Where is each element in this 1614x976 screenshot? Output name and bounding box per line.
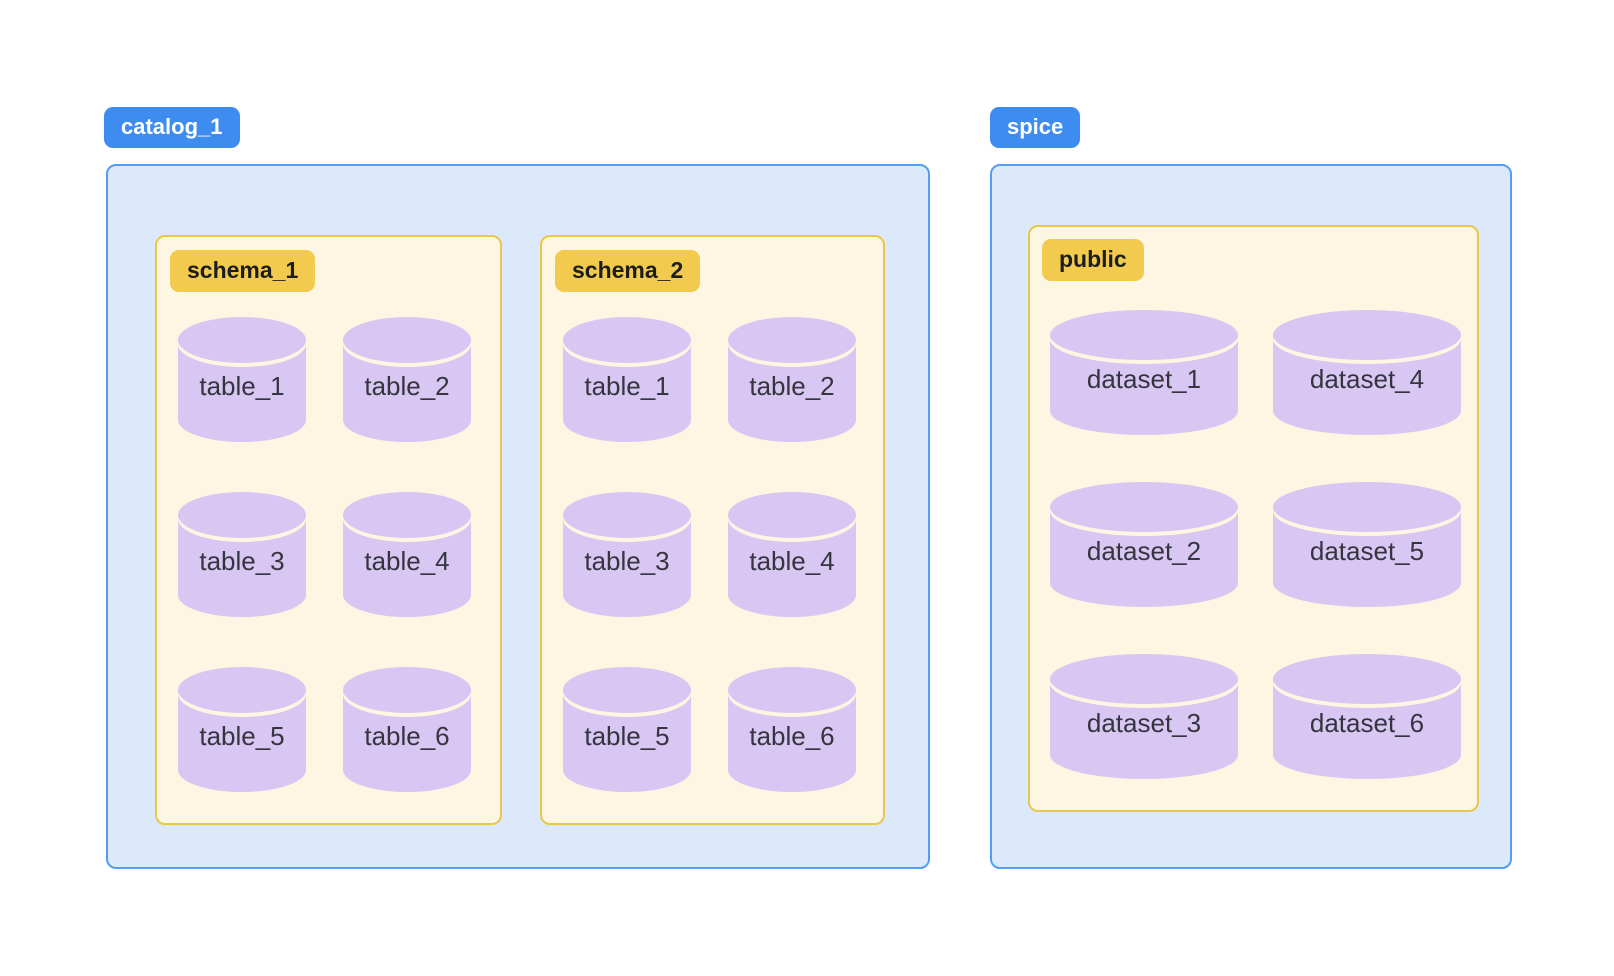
dataset-label: dataset_5 xyxy=(1309,536,1425,566)
cylinder-cap-icon xyxy=(178,492,306,538)
table-label: table_6 xyxy=(364,721,450,751)
database-cylinder: dataset_4 xyxy=(1273,310,1461,435)
database-cylinder: dataset_2 xyxy=(1050,482,1238,607)
database-cylinder: table_3 xyxy=(178,492,306,617)
cylinder-cap-icon xyxy=(1050,654,1238,704)
cylinder-cap-icon xyxy=(343,492,471,538)
database-cylinder: table_6 xyxy=(343,667,471,792)
cylinder-cap-icon xyxy=(343,667,471,713)
database-cylinder: table_4 xyxy=(728,492,856,617)
dataset-label: dataset_6 xyxy=(1309,708,1425,738)
cylinder-cap-icon xyxy=(1273,310,1461,360)
cylinder-cap-icon xyxy=(1273,482,1461,532)
database-cylinder: table_5 xyxy=(178,667,306,792)
dataset-label: dataset_4 xyxy=(1309,364,1425,394)
cylinder-cap-icon xyxy=(728,667,856,713)
table-label: table_6 xyxy=(749,721,835,751)
database-cylinder: table_3 xyxy=(563,492,691,617)
cylinder-cap-icon xyxy=(1050,482,1238,532)
table-label: table_2 xyxy=(364,371,450,401)
public-dataset-grid: dataset_1 dataset_4 dataset_2 dataset_5 xyxy=(1050,310,1461,779)
cylinder-cap-icon xyxy=(1050,310,1238,360)
table-label: table_1 xyxy=(584,371,670,401)
cylinder-cap-icon xyxy=(178,317,306,363)
dataset-label: dataset_2 xyxy=(1086,536,1202,566)
public-schema-box: public dataset_1 dataset_4 dataset_2 xyxy=(1028,225,1479,812)
cylinder-cap-icon xyxy=(563,492,691,538)
table-label: table_3 xyxy=(584,546,670,576)
table-label: table_1 xyxy=(199,371,285,401)
database-cylinder: dataset_3 xyxy=(1050,654,1238,779)
public-badge: public xyxy=(1042,239,1144,281)
database-cylinder: table_6 xyxy=(728,667,856,792)
schema-1-badge: schema_1 xyxy=(170,250,316,292)
table-label: table_4 xyxy=(364,546,450,576)
database-cylinder: dataset_1 xyxy=(1050,310,1238,435)
database-cylinder: table_2 xyxy=(343,317,471,442)
database-cylinder: dataset_5 xyxy=(1273,482,1461,607)
cylinder-cap-icon xyxy=(728,317,856,363)
dataset-label: dataset_3 xyxy=(1086,708,1202,738)
database-cylinder: table_4 xyxy=(343,492,471,617)
schema-2-table-grid: table_1 table_2 table_3 table_4 xyxy=(563,317,856,792)
table-label: table_3 xyxy=(199,546,285,576)
table-label: table_5 xyxy=(199,721,285,751)
cylinder-cap-icon xyxy=(178,667,306,713)
table-label: table_5 xyxy=(584,721,670,751)
table-label: table_4 xyxy=(749,546,835,576)
database-cylinder: table_1 xyxy=(563,317,691,442)
database-cylinder: table_5 xyxy=(563,667,691,792)
cylinder-cap-icon xyxy=(563,317,691,363)
spice-container: public dataset_1 dataset_4 dataset_2 xyxy=(990,164,1512,869)
table-label: table_2 xyxy=(749,371,835,401)
database-cylinder: table_2 xyxy=(728,317,856,442)
schema-2-box: schema_2 table_1 table_2 table_3 xyxy=(540,235,885,825)
database-cylinder: table_1 xyxy=(178,317,306,442)
cylinder-cap-icon xyxy=(1273,654,1461,704)
cylinder-cap-icon xyxy=(563,667,691,713)
database-cylinder: dataset_6 xyxy=(1273,654,1461,779)
spice-badge: spice xyxy=(990,107,1081,148)
cylinder-cap-icon xyxy=(343,317,471,363)
catalog-1-badge: catalog_1 xyxy=(104,107,240,148)
schema-1-box: schema_1 table_1 table_2 table_3 xyxy=(155,235,502,825)
cylinder-cap-icon xyxy=(728,492,856,538)
dataset-label: dataset_1 xyxy=(1086,364,1202,394)
schema-1-table-grid: table_1 table_2 table_3 table_4 xyxy=(178,317,471,792)
schema-2-badge: schema_2 xyxy=(555,250,701,292)
catalog-1-container: schema_1 table_1 table_2 table_3 xyxy=(106,164,930,869)
